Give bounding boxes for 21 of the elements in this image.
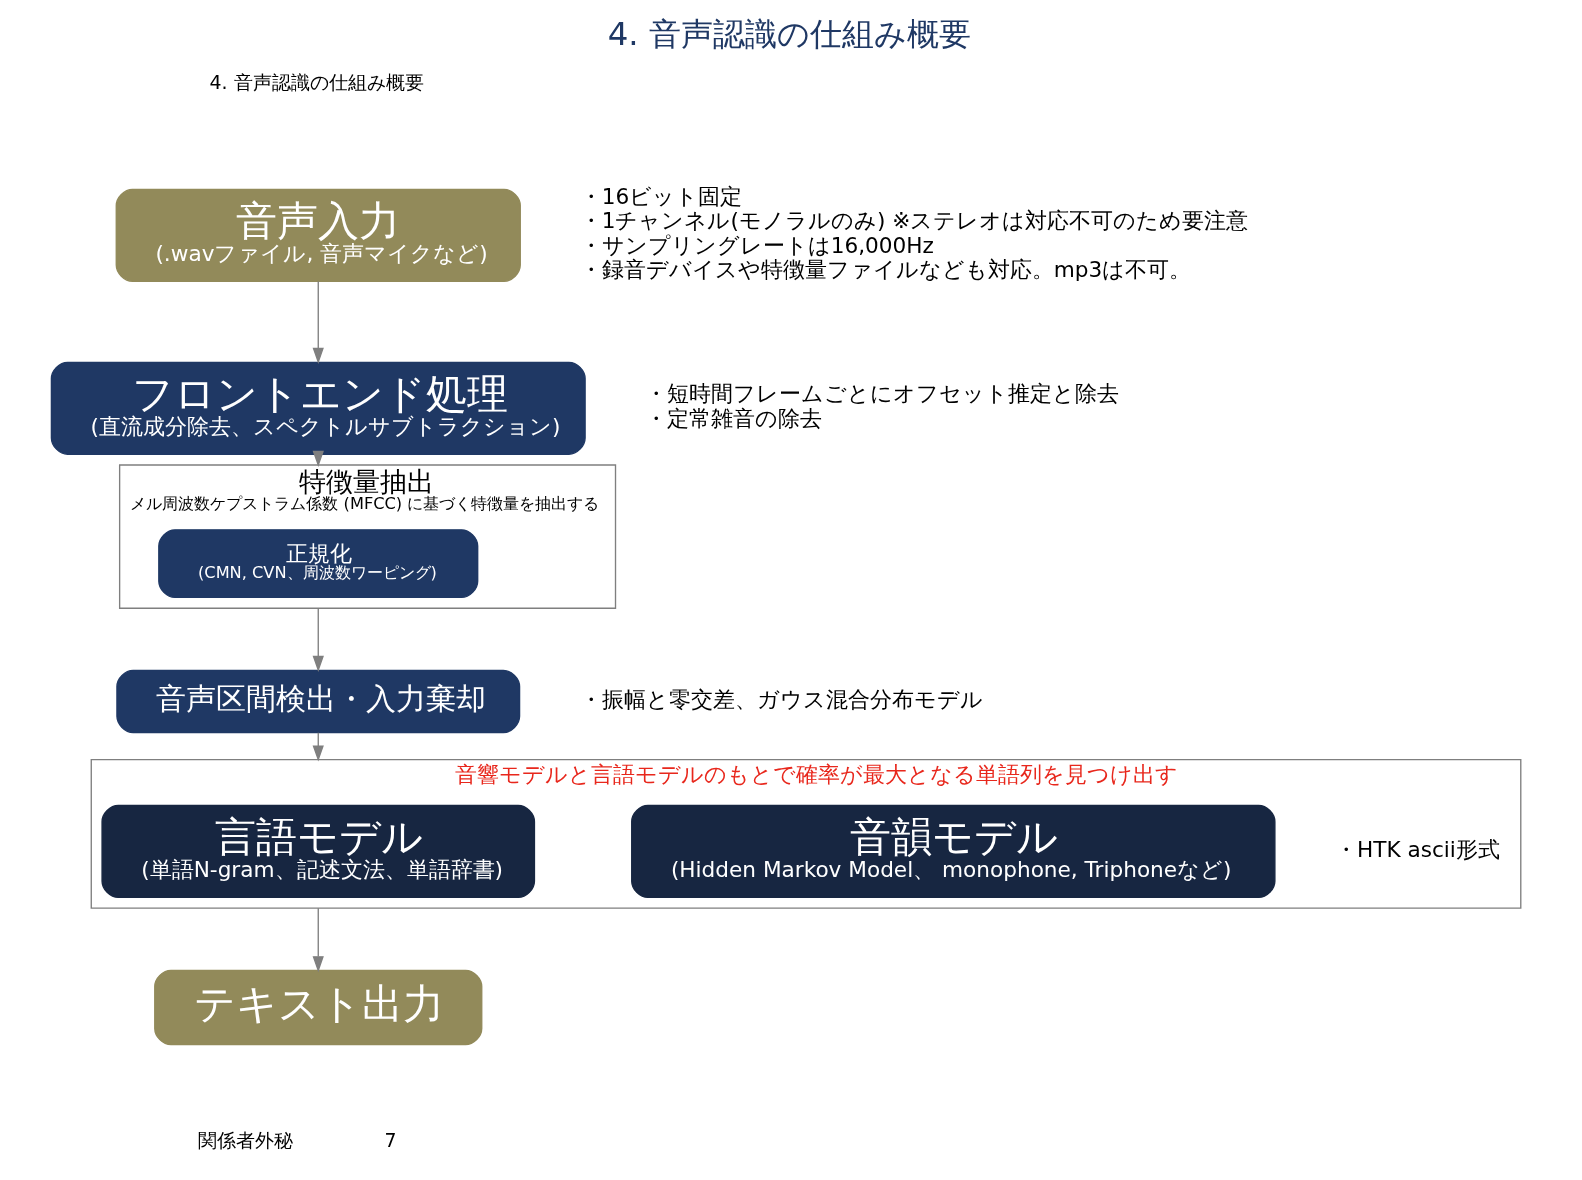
node-label: ・振幅と零交差、ガウス混合分布モデル	[579, 686, 983, 712]
node-box: 音声区間検出・入力棄却	[115, 669, 520, 734]
node-label: ・HTK ascii形式	[1334, 836, 1500, 862]
node-box: テキスト出力	[153, 969, 482, 1046]
diagram-title: 4. 音声認識の仕組み概要	[607, 15, 971, 54]
node-box: 言語モデル (単語N-gram、記述文法、単語辞書)	[100, 804, 535, 899]
node-label: ・録音デバイスや特徴量ファイルなども対応。mp3は不可。	[579, 256, 1191, 282]
node-box: 正規化 (CMN, CVN、周波数ワーピング)	[157, 529, 478, 599]
node-label: ・16ビット固定	[579, 183, 742, 209]
label: 関係者外秘	[197, 1128, 293, 1151]
node-label: ・定常雑音の除去	[644, 405, 822, 431]
label: 4. 音声認識の仕組み概要	[208, 70, 424, 93]
node-label: ・1チャンネル(モノラルのみ) ※ステレオは対応不可のため要注意	[579, 208, 1248, 234]
arrow	[312, 607, 324, 673]
node-box: 音韻モデル (Hidden Markov Model、 monophone, Triphoneなど)	[630, 804, 1276, 899]
arrow	[312, 280, 324, 364]
arrow	[312, 907, 324, 973]
node-box: 音声入力 (.wavファイル, 音声マイクなど)	[115, 188, 521, 282]
node-label: ・短時間フレームごとにオフセット推定と除去	[644, 381, 1119, 407]
label: 7	[383, 1128, 396, 1151]
node-label: ・サンプリングレートは16,000Hz	[579, 232, 934, 258]
